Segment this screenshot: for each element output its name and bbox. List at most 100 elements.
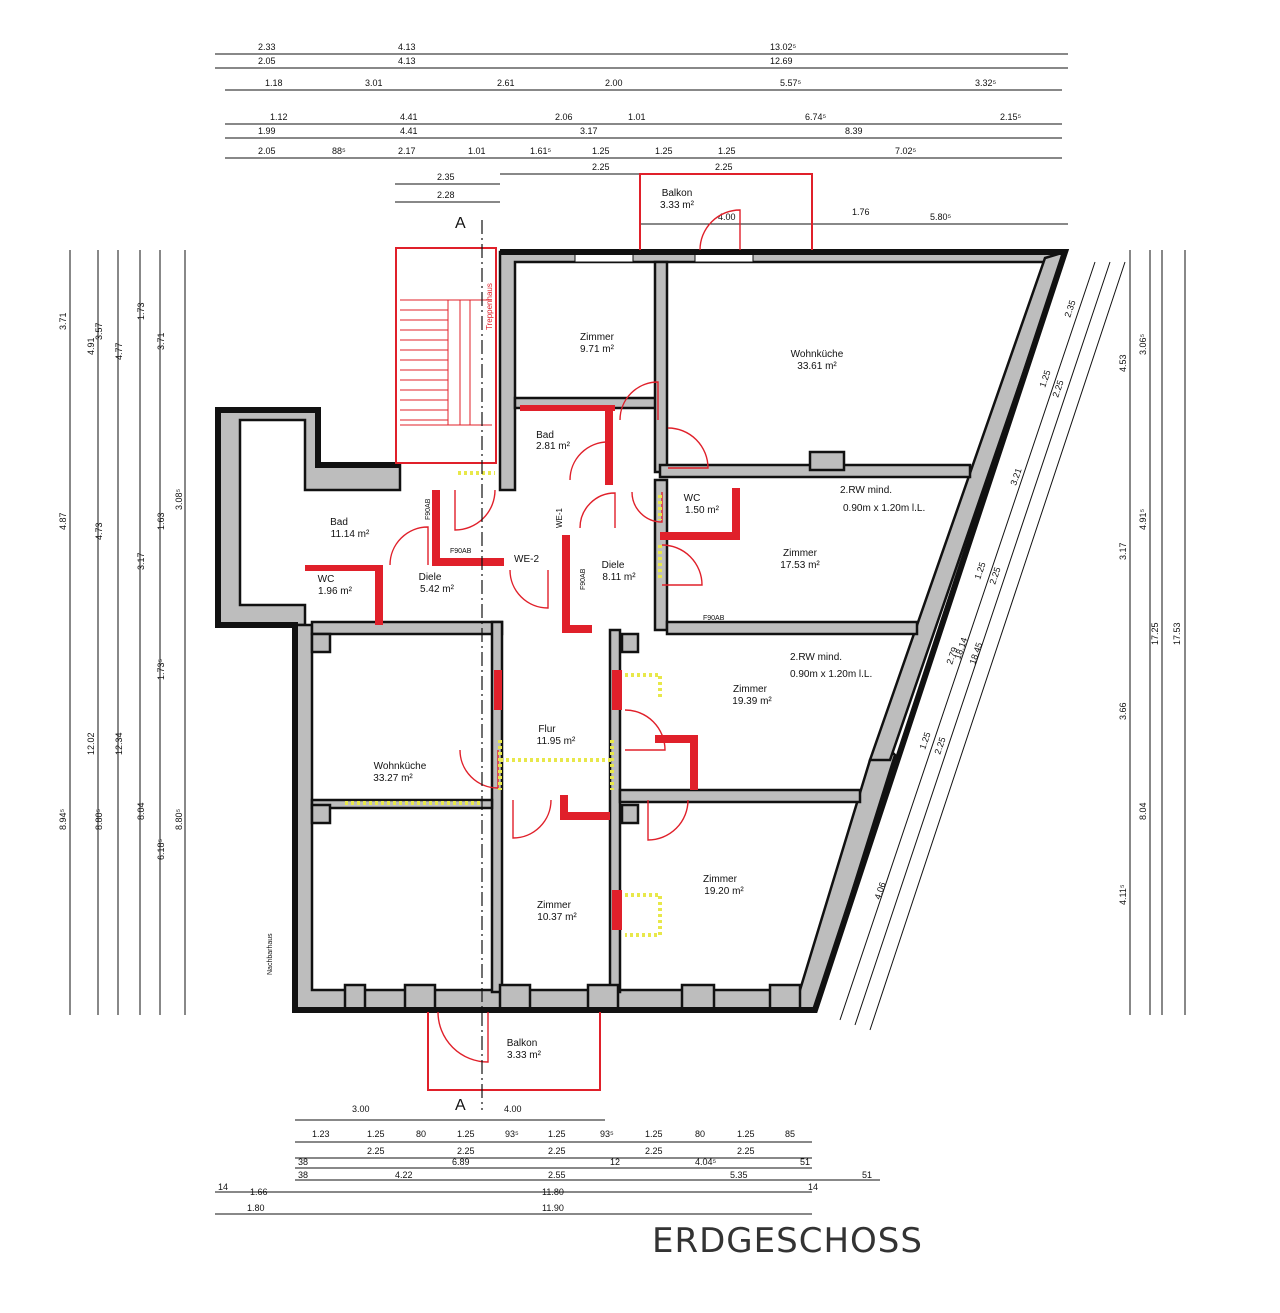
- dim-text: 1.99: [258, 126, 276, 136]
- door: [512, 799, 552, 839]
- dim-text: 2.25: [548, 1146, 566, 1156]
- dim-text: 11.90: [542, 1203, 564, 1213]
- dim-text: 2.17: [398, 146, 416, 156]
- fire-wall: [562, 625, 592, 633]
- left-dimension-lines: [69, 250, 186, 1015]
- dim-text: 4.00: [504, 1104, 522, 1114]
- dim-text: 12.34: [114, 732, 124, 755]
- dim-text: 6.74⁵: [805, 112, 827, 122]
- left-dimension-texts: 3.71 4.91 3.57 4.77 1.73 3.71 4.87 4.73 …: [58, 302, 184, 860]
- dim-text: 1.25: [718, 146, 736, 156]
- room-area: 2.81 m²: [536, 441, 571, 452]
- room-area: 5.42 m²: [420, 584, 455, 595]
- dim-text: 4.87: [58, 512, 68, 530]
- fire-wall: [612, 890, 622, 930]
- door: [699, 209, 741, 251]
- room-area: 3.33 m²: [660, 200, 695, 211]
- dim-text: 1.25: [917, 731, 932, 751]
- rw-note: 2.RW mind.: [790, 652, 842, 663]
- room-labels: Zimmer 9.71 m² Wohnküche 33.61 m² Bad 2.…: [318, 188, 844, 1061]
- dim-text: 3.71: [156, 332, 166, 350]
- fire-wall: [560, 812, 610, 820]
- door: [459, 749, 499, 789]
- fire-wall: [605, 405, 613, 485]
- dim-text: 14: [808, 1182, 818, 1192]
- rw-note: 0.90m x 1.20m l.L.: [843, 503, 925, 514]
- we-label: WE-1: [555, 507, 564, 528]
- dim-text: 2.28: [437, 190, 455, 200]
- fire-label: F90AB: [425, 498, 432, 520]
- door: [579, 492, 616, 529]
- window-pier: [768, 983, 802, 1012]
- dim-text: 2.25: [1050, 379, 1065, 399]
- fire-wall: [562, 535, 570, 633]
- room-name: Bad: [330, 517, 348, 528]
- new-openings: [345, 471, 662, 937]
- dim-text: 8.80⁵: [174, 808, 184, 830]
- dim-text: 2.15⁵: [1000, 112, 1022, 122]
- room-name: Zimmer: [703, 874, 738, 885]
- window-pier: [586, 983, 620, 1012]
- dim-text: 4.91: [86, 337, 96, 355]
- dim-text: 2.35: [437, 172, 455, 182]
- dim-text: 1.18: [265, 78, 283, 88]
- room-name: Wohnküche: [791, 349, 844, 360]
- room-area: 1.96 m²: [318, 586, 353, 597]
- balcony-top-outline: [639, 173, 813, 250]
- dim-text: 1.63: [156, 512, 166, 530]
- dim-text: 18.45: [967, 641, 984, 666]
- wall-interior: [653, 260, 669, 474]
- dim-text: 85: [785, 1129, 795, 1139]
- dim-text: 1.25: [1037, 369, 1052, 389]
- dim-text: 3.00: [352, 1104, 370, 1114]
- building-outline: [215, 249, 1070, 1013]
- room-area: 10.37 m²: [537, 912, 577, 923]
- fire-wall: [612, 670, 622, 710]
- dim-text: 1.25: [367, 1129, 385, 1139]
- dim-text: 5.57⁵: [780, 78, 802, 88]
- room-name: Zimmer: [580, 332, 615, 343]
- dim-text: 4.73: [94, 522, 104, 540]
- top-dimension-texts: 2.33 4.13 13.02⁵ 2.05 4.13 12.69 1.18 3.…: [258, 42, 1022, 222]
- stair-note: Treppenhaus: [485, 283, 494, 330]
- outer-wall-left-annex: [216, 408, 402, 627]
- window: [574, 253, 634, 263]
- wall-interior: [310, 620, 504, 636]
- dim-text: 17.25: [1150, 622, 1160, 645]
- wall-interior: [653, 478, 669, 632]
- room-area: 33.61 m²: [797, 361, 837, 372]
- dim-text: 8.80⁵: [94, 808, 104, 830]
- bottom-dimension-texts: 3.00 4.00 1.23 1.25 80 1.25 93⁵ 1.25 93⁵…: [218, 1104, 872, 1213]
- fire-walls: [305, 405, 740, 930]
- room-area: 17.53 m²: [780, 560, 820, 571]
- dim-text: 80: [416, 1129, 426, 1139]
- dim-text: 1.76: [852, 207, 870, 217]
- right-dimension-lines: [1129, 250, 1186, 1015]
- dim-text: 2.25: [457, 1146, 475, 1156]
- dim-text: 3.17: [136, 552, 146, 570]
- dim-text: 2.25: [987, 566, 1002, 586]
- room-area: 19.20 m²: [704, 886, 744, 897]
- room-name: Diele: [602, 560, 625, 571]
- fire-wall: [690, 735, 698, 790]
- dim-text: 2.00: [605, 78, 623, 88]
- dim-text: 4.04⁵: [695, 1157, 717, 1167]
- fire-label: F90AB: [703, 615, 725, 622]
- window-pier: [343, 983, 367, 1012]
- dim-text: 2.61: [497, 78, 515, 88]
- room-area: 9.71 m²: [580, 344, 615, 355]
- section-mark-top: A: [455, 215, 466, 232]
- dim-text: 1.25: [737, 1129, 755, 1139]
- room-area: 3.33 m²: [507, 1050, 542, 1061]
- dim-text: 4.00: [718, 212, 736, 222]
- balconies: [427, 173, 813, 1091]
- plan-annotations: WE-2 WE-1 F90AB F90AB F90AB F90AB 2.RW m…: [267, 485, 925, 975]
- fire-wall: [432, 558, 504, 566]
- dim-text: 4.06: [872, 881, 887, 901]
- dim-text: 1.12: [270, 112, 288, 122]
- dim-text: 88⁵: [332, 146, 346, 156]
- dim-text: 5.80⁵: [930, 212, 952, 222]
- dim-text: 3.57: [94, 322, 104, 340]
- door: [631, 491, 663, 523]
- dim-text: 93⁵: [600, 1129, 614, 1139]
